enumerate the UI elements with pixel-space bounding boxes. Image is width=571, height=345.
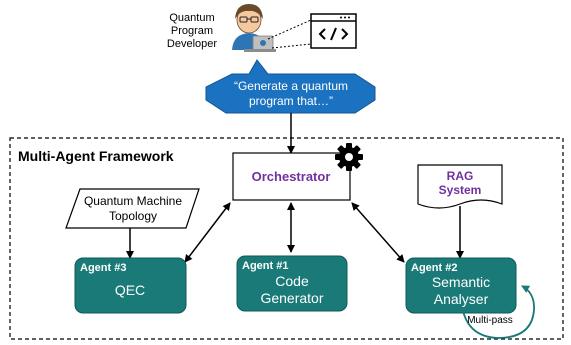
- thought-connector: [267, 19, 312, 49]
- prompt-speech-bubble: “Generate a quantum program that…”: [205, 59, 376, 114]
- framework-title: Multi-Agent Framework: [18, 148, 174, 164]
- agent-name: Generator: [260, 290, 323, 306]
- framework-boundary: [9, 137, 564, 340]
- agent-name: QEC: [115, 282, 145, 298]
- multi-pass-label: Multi-pass: [467, 315, 513, 326]
- developer-avatar-icon: [232, 4, 276, 52]
- agent-name: Semantic: [432, 274, 490, 290]
- multi-pass-loop: Multi-pass: [462, 285, 535, 339]
- developer-label: Quantum Program Developer: [167, 12, 217, 50]
- orchestrator-label: Orchestrator: [252, 169, 331, 184]
- gear-icon: [335, 143, 363, 171]
- svg-text:Topology: Topology: [109, 209, 157, 223]
- orchestrator-agent3-arrow: [184, 202, 231, 263]
- agent-qec: Agent #3 QEC: [74, 257, 187, 314]
- svg-text:program that…”: program that…”: [249, 94, 333, 108]
- agent-tag: Agent #1: [242, 260, 288, 272]
- agent-tag: Agent #2: [411, 262, 457, 274]
- agent-name: Analyser: [434, 291, 489, 307]
- svg-text:RAG: RAG: [447, 169, 474, 183]
- svg-text:“Generate a quantum: “Generate a quantum: [234, 79, 348, 93]
- agent-semantic-analyser: Agent #2 Semantic Analyser: [405, 257, 517, 314]
- topology-input: Quantum Machine Topology: [65, 188, 200, 229]
- rag-system: RAG System: [417, 164, 503, 209]
- orchestrator-agent2-arrow: [351, 202, 405, 263]
- agent-code-generator: Agent #1 Code Generator: [236, 255, 348, 312]
- svg-text:Developer: Developer: [167, 38, 217, 50]
- svg-text:System: System: [439, 183, 482, 197]
- svg-text:Program: Program: [171, 25, 213, 37]
- svg-text:Quantum Machine: Quantum Machine: [84, 194, 182, 208]
- code-window-icon: [310, 13, 357, 49]
- svg-text:Quantum: Quantum: [169, 12, 214, 24]
- agent-tag: Agent #3: [80, 262, 126, 274]
- orchestrator-box: Orchestrator: [232, 152, 351, 201]
- agent-name: Code: [275, 273, 309, 289]
